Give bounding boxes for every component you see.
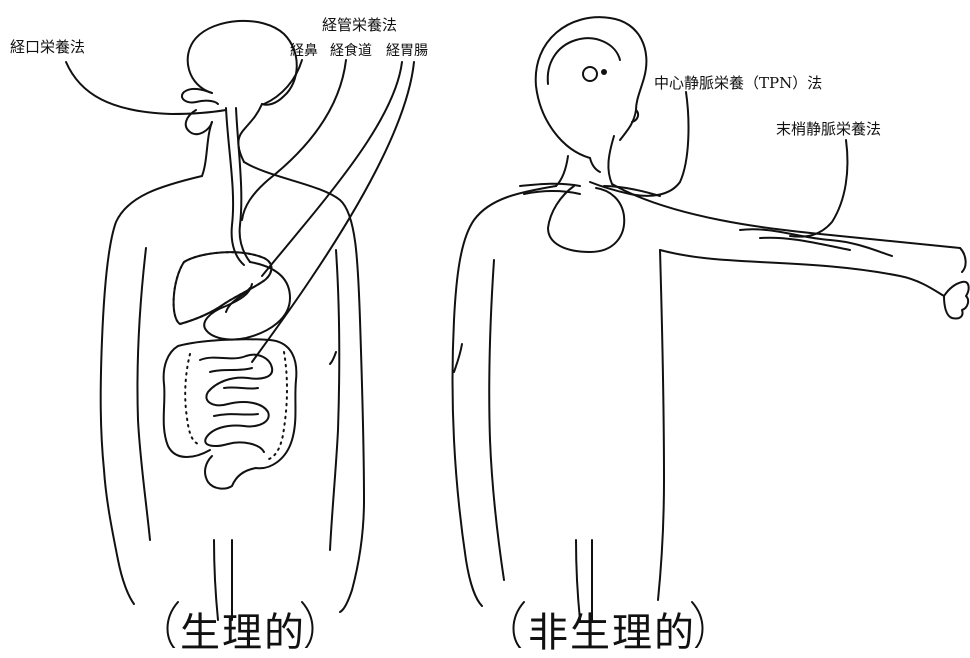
right-neck <box>556 156 568 186</box>
tube-esophageal-label: 経食道 <box>330 40 372 60</box>
peripheral-venous-line <box>790 140 847 237</box>
gastric-route-line-2 <box>252 62 414 362</box>
right-heart <box>548 186 624 252</box>
tube-gastric-label: 経胃腸 <box>386 40 428 60</box>
right-torso-outline <box>453 186 557 606</box>
tube-nutrition-label: 経管栄養法 <box>322 14 397 35</box>
left-body-figure <box>66 21 414 620</box>
central-venous-label: 中心静脈栄養（TPN）法 <box>654 72 822 93</box>
non-physiological-caption: 非生理的 <box>528 600 696 658</box>
peripheral-venous-label: 末梢静脈栄養法 <box>776 118 881 139</box>
non-physiological-open-paren <box>514 602 525 648</box>
oral-nutrition-label: 経口栄養法 <box>10 36 85 57</box>
left-head-outline <box>188 21 297 105</box>
tube-nasal-label: 経鼻 <box>290 40 318 60</box>
right-clavicle <box>520 184 660 196</box>
left-mouth-area <box>182 89 218 104</box>
physiological-open-paren <box>168 602 179 648</box>
gastric-route-line-1 <box>262 62 402 276</box>
left-torso-outline <box>101 176 202 604</box>
right-hand <box>944 282 969 319</box>
physiological-caption: 生理的 <box>180 600 306 658</box>
central-venous-line <box>590 92 688 196</box>
right-body-figure <box>453 17 969 620</box>
